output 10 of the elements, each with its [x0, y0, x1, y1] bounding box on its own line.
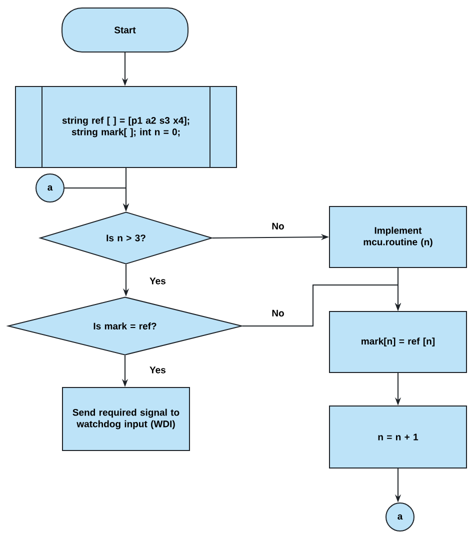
- edge-label: Yes: [150, 366, 166, 374]
- edge-label: No: [272, 310, 284, 316]
- predefined-process-box: string ref [ ] = [p1 a2 s3 x4]; string mark[ ]; int n = 0;: [15, 86, 237, 168]
- edge-label: Yes: [150, 278, 166, 284]
- start-terminal: Start: [62, 8, 188, 52]
- process-box: mark[n] = ref [n]: [329, 311, 467, 373]
- process-box: n = n + 1: [329, 406, 467, 468]
- process-box: Implement mcu.routine (n): [329, 206, 467, 268]
- edge-label: No: [272, 222, 284, 230]
- process-box: Send required signal to watchdog input (WDI): [62, 387, 190, 451]
